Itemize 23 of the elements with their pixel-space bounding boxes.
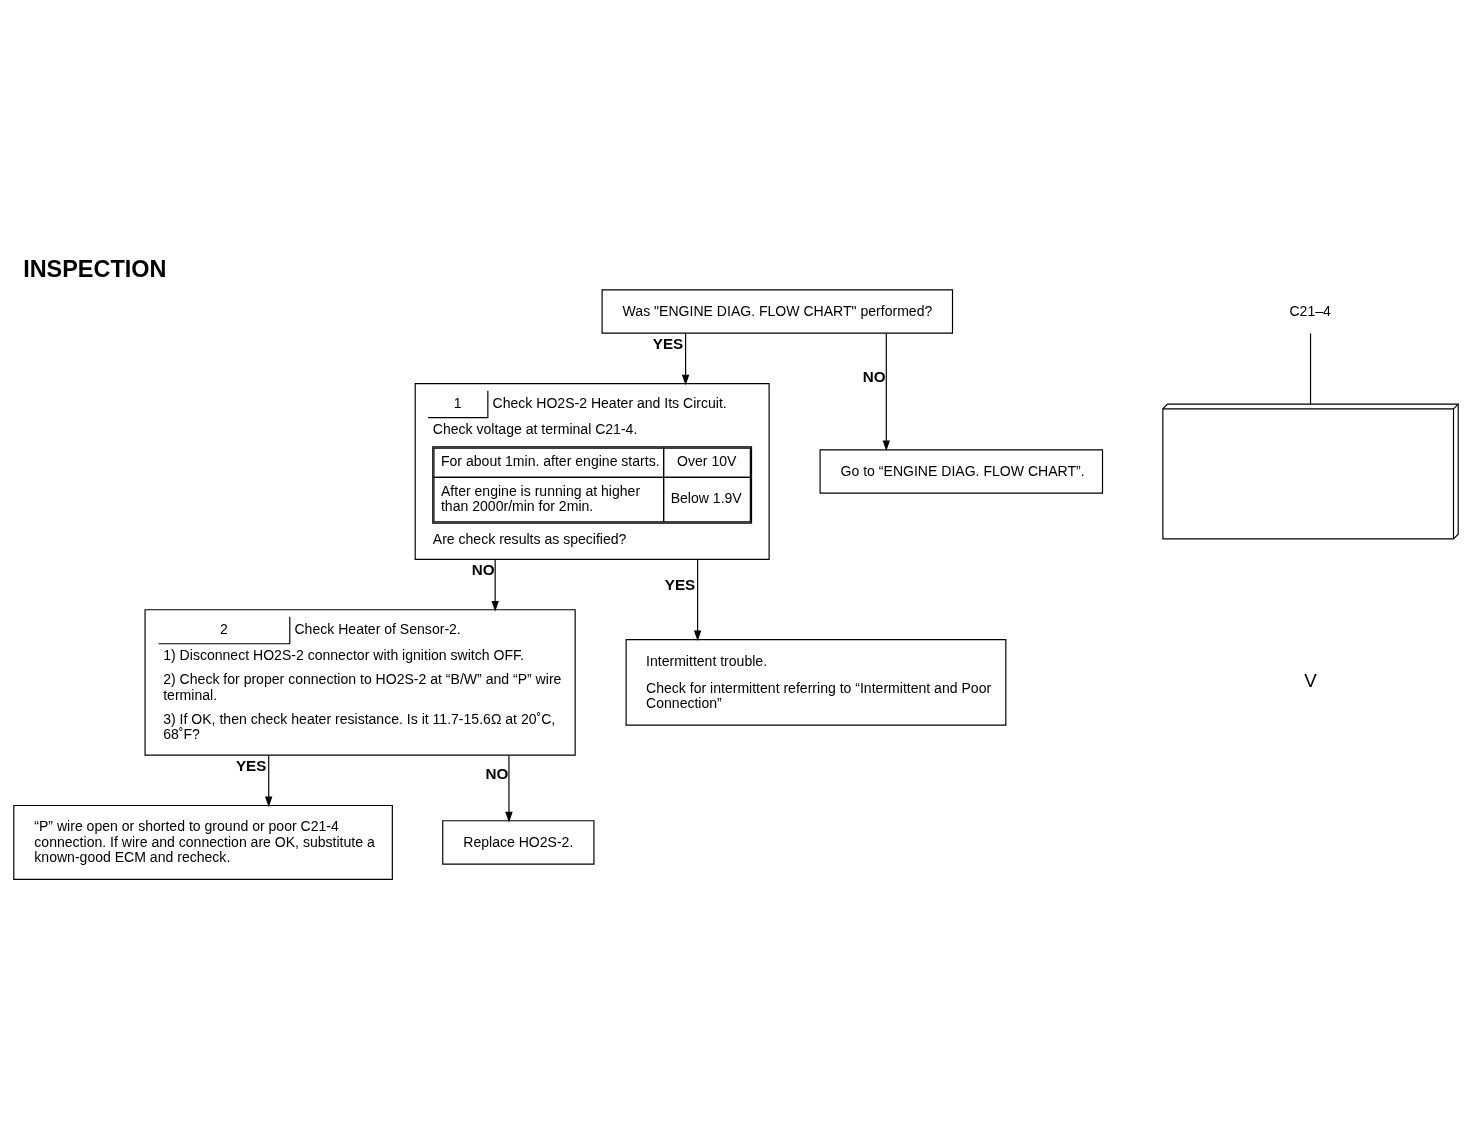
edge-label: YES [664, 575, 696, 593]
edge-label: YES [235, 756, 267, 774]
node-box: Replace HO2S-2. [442, 820, 595, 865]
arrow [882, 332, 890, 452]
diagram-title: INSPECTION [23, 255, 167, 282]
edge-label: YES [652, 334, 684, 352]
node-box: Intermittent trouble. Check for intermittent referring to “Intermittent and Poor Connection” [625, 639, 1007, 726]
arrow [505, 754, 513, 823]
arrow [693, 558, 702, 642]
node-box: “P” wire open or shorted to ground or poor C21-4 connection. If wire and connection are OK, substitute a known-good ECM and recheck. [13, 804, 393, 880]
edge-label: NO [485, 764, 509, 782]
connector [1309, 332, 1312, 405]
node-box: 2 Check Heater of Sensor-2. 1) Disconnect HO2S-2 connector with ignition switch OFF. 2) Check for proper connection to HO2S-2 at “B/W” and “P” wire terminal. 3) If OK, then check heater resistance. Is it 11.7-15.6Ω at 20˚C, 68˚F? [144, 609, 576, 756]
node-text: C21–4 [1289, 302, 1331, 319]
arrow [491, 558, 499, 612]
node-box: Go to “ENGINE DIAG. FLOW CHART”. [819, 449, 1104, 494]
node-box: Was "ENGINE DIAG. FLOW CHART" performed? [601, 289, 954, 334]
arrow [681, 332, 690, 386]
label: V [1304, 669, 1317, 691]
edge-label: NO [471, 561, 495, 579]
arrow [265, 754, 273, 808]
edge-label: NO [862, 367, 886, 385]
node-box: 1 Check HO2S-2 Heater and Its Circuit. Check voltage at terminal C21-4. For about 1min. after engine starts. Over 10V After engine is running at higher than 2000r/min for 2min. Below 1.9V Are check results as specified? [414, 383, 770, 560]
